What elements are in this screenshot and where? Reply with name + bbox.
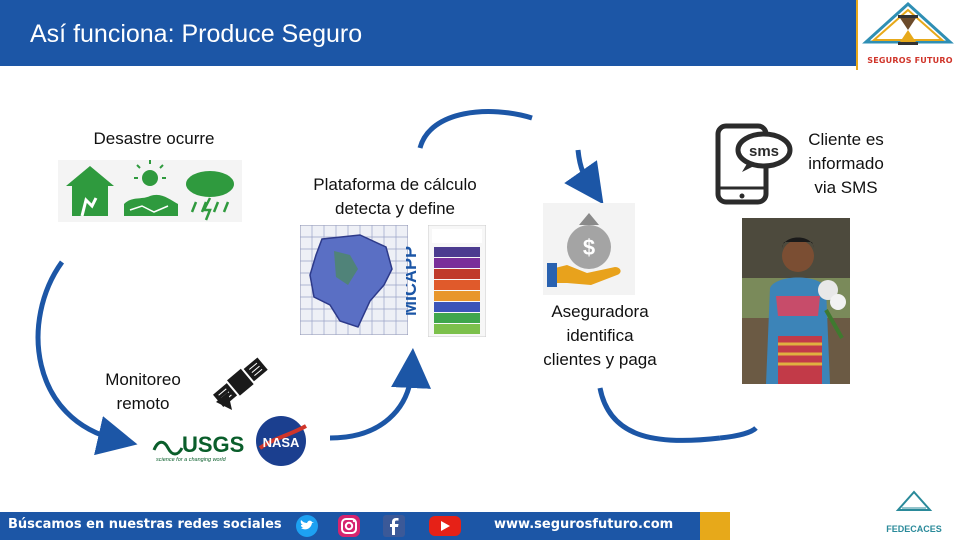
- step-insurer-label: Aseguradora identifica clientes y paga: [520, 300, 680, 372]
- facebook-icon[interactable]: [382, 514, 406, 538]
- usgs-text: USGS: [182, 432, 244, 457]
- micapp-logo: MICAPP: [406, 225, 426, 337]
- client-photo: [742, 218, 850, 384]
- fedecaces-logo: FEDECACES: [878, 488, 950, 538]
- step-insurer-line-2: identifica: [520, 324, 680, 348]
- footer-accent: [700, 512, 730, 540]
- money-bag-hand-icon: $: [543, 203, 635, 295]
- micapp-text: MICAPP: [406, 246, 420, 316]
- step-platform-line-1: Plataforma de cálculo: [282, 173, 508, 197]
- step-client-label: Cliente es informado via SMS: [792, 128, 900, 200]
- step-platform-line-2: detecta y define: [282, 197, 508, 221]
- arrow-up-to-platform: [330, 368, 412, 438]
- youtube-icon[interactable]: [428, 514, 462, 538]
- usgs-logo: USGS science for a changing world: [152, 426, 244, 464]
- step-monitoring-line-2: remoto: [84, 392, 202, 416]
- disaster-icons: [58, 160, 242, 222]
- satellite-icon: [208, 352, 274, 414]
- step-monitoring-line-1: Monitoreo: [84, 368, 202, 392]
- step-client-line-2: informado: [792, 152, 900, 176]
- step-insurer-line-3: clientes y paga: [520, 348, 680, 372]
- step-client-line-1: Cliente es: [792, 128, 900, 152]
- phone-sms-icon: sms: [712, 120, 798, 206]
- instagram-icon[interactable]: [337, 514, 361, 538]
- step-client-line-3: via SMS: [792, 176, 900, 200]
- rain-excess-chart: [428, 225, 486, 337]
- step-monitoring-label: Monitoreo remoto: [84, 368, 202, 416]
- sms-text: sms: [749, 143, 779, 160]
- map-grid-icon: [300, 225, 408, 335]
- step-platform-label: Plataforma de cálculo detecta y define: [282, 173, 508, 221]
- usgs-tagline: science for a changing world: [156, 457, 227, 463]
- arrow-top: [420, 112, 532, 148]
- nasa-logo: NASA: [254, 414, 308, 468]
- step-insurer-line-1: Aseguradora: [520, 300, 680, 324]
- twitter-icon[interactable]: [295, 514, 319, 538]
- step-disaster-label: Desastre ocurre: [74, 127, 234, 151]
- arrow-down-to-insurer: [578, 150, 592, 188]
- footer-website-link[interactable]: www.segurosfuturo.com: [494, 517, 673, 532]
- fedecaces-text: FEDECACES: [886, 524, 942, 534]
- footer-social-text: Búscamos en nuestras redes sociales: [8, 517, 282, 532]
- svg-text:$: $: [583, 235, 595, 260]
- nasa-text: NASA: [263, 435, 300, 450]
- arrow-bottom-right: [600, 388, 720, 441]
